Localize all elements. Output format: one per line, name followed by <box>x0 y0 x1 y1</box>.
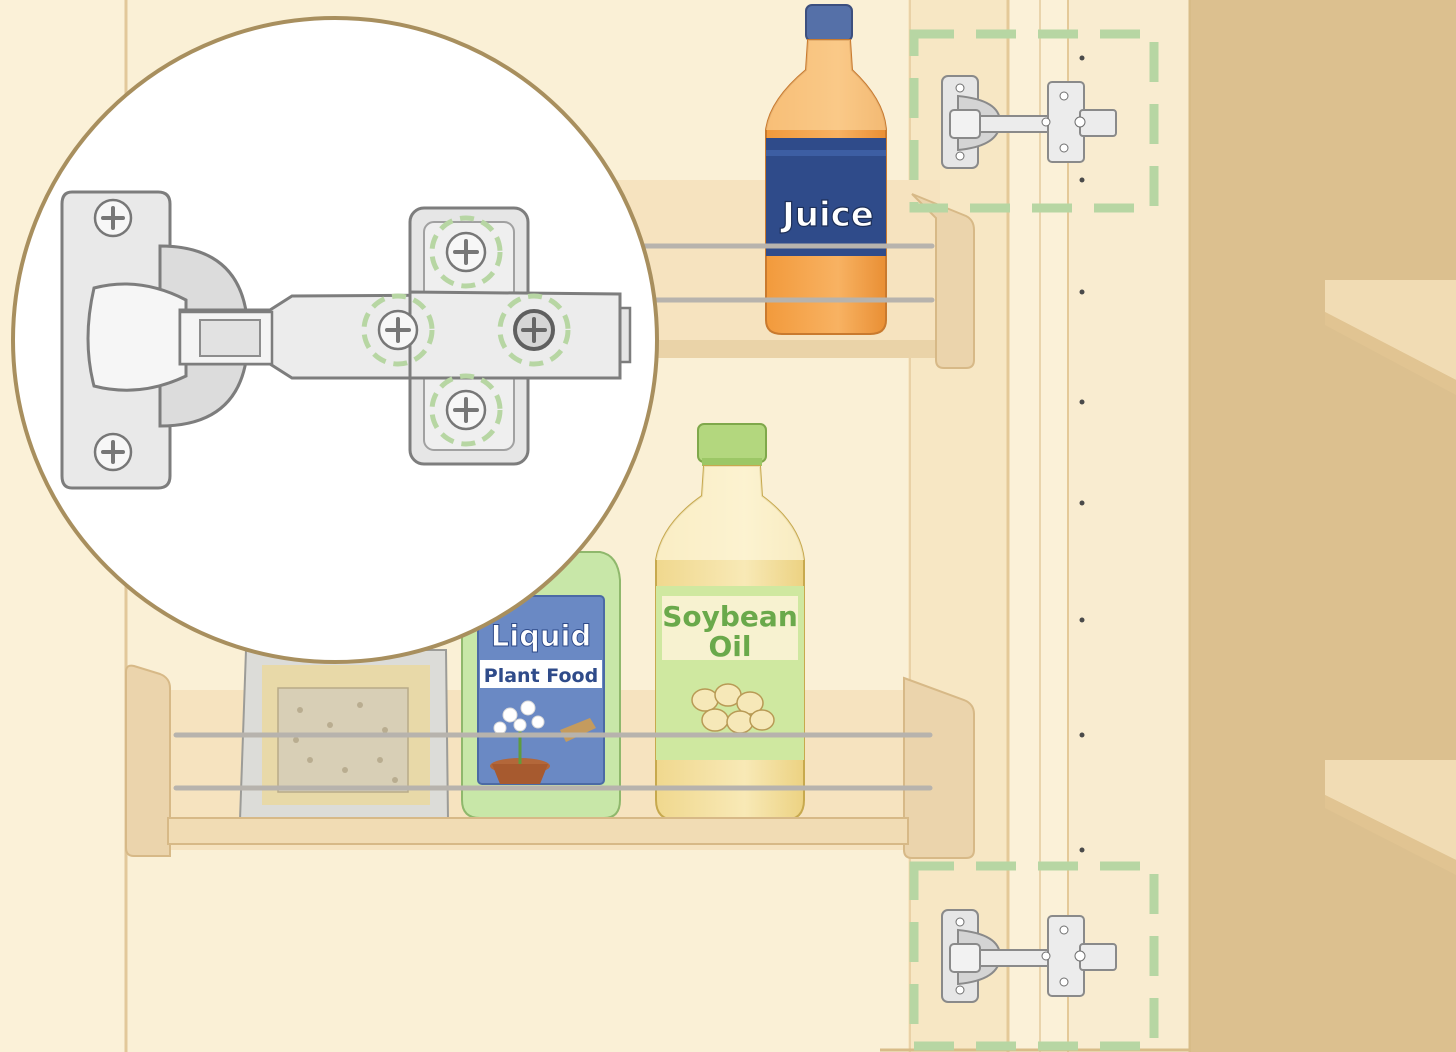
screw-icon <box>445 389 487 431</box>
screw-highlight-rings <box>361 215 571 447</box>
screw-icon <box>445 231 487 273</box>
lower-hinge-highlight <box>909 861 1159 1051</box>
oil-label-text: Oil <box>709 630 752 663</box>
upper-shelf-rails <box>609 193 975 369</box>
hinge-cup-plate <box>60 190 250 490</box>
upper-hinge-icon <box>941 75 1117 169</box>
screw-icon <box>93 198 133 238</box>
liquid-label-text: Liquid <box>491 619 592 653</box>
plant-food-bottle: Liquid Plant Food <box>461 551 621 819</box>
hinge-zoom-inset <box>11 16 659 664</box>
upper-hinge-highlight <box>909 29 1159 213</box>
screw-icon <box>513 309 555 351</box>
juice-label-text: Juice <box>780 195 874 235</box>
screw-icon <box>93 432 133 472</box>
lower-hinge-icon <box>941 909 1117 1003</box>
lower-shelf-rails <box>125 664 975 859</box>
plant-food-label-text: Plant Food <box>484 665 598 687</box>
screw-icon <box>377 309 419 351</box>
juice-bottle: Juice <box>765 4 887 335</box>
soybean-label-text: Soybean <box>662 600 798 633</box>
